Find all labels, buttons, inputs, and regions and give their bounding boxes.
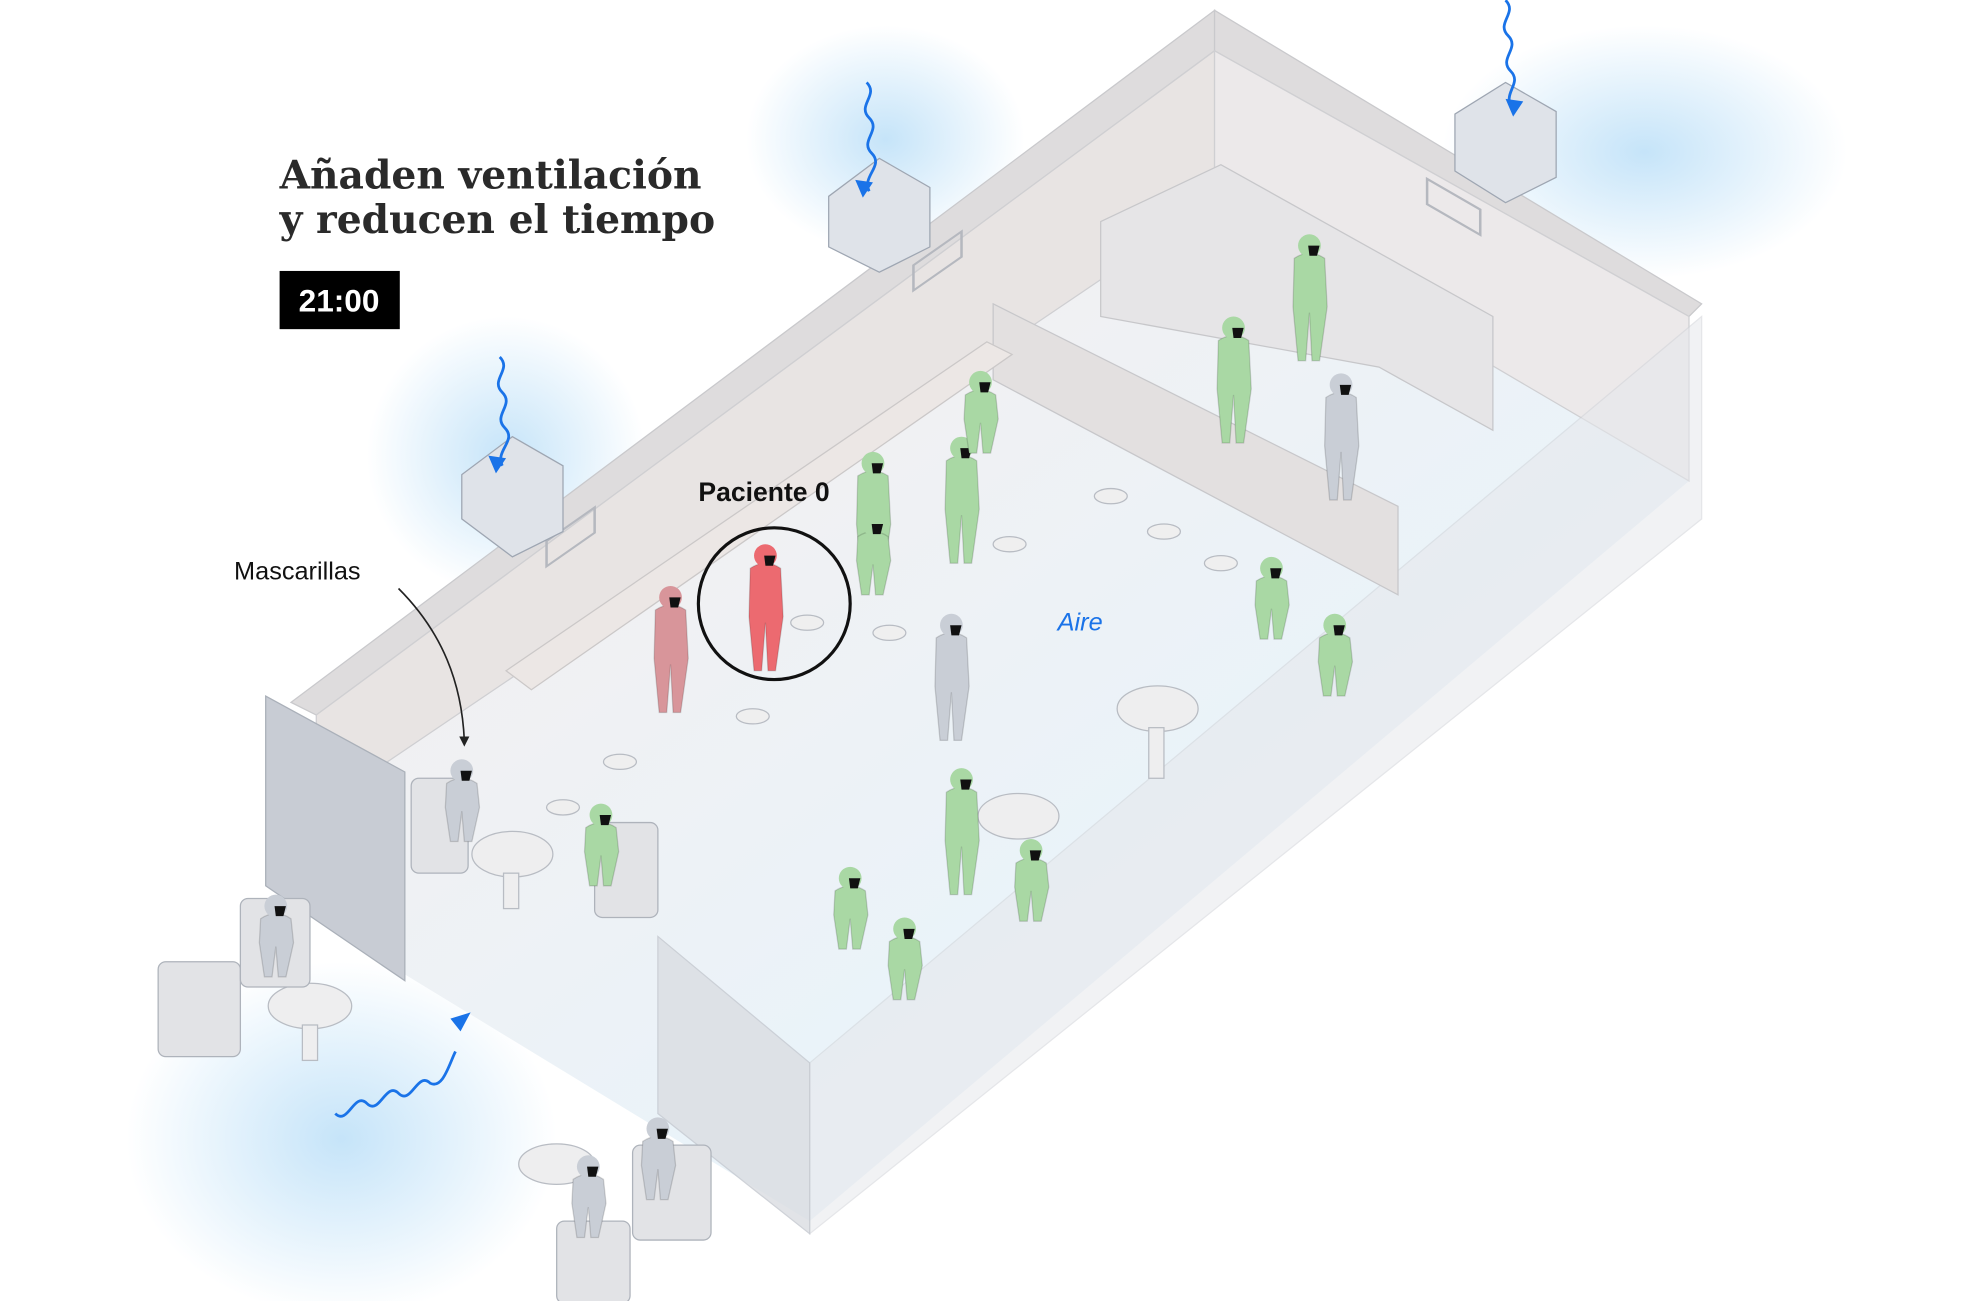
person-figure — [944, 768, 980, 896]
person-figure — [444, 759, 481, 843]
face-mask-icon — [460, 770, 472, 781]
person-figure — [258, 894, 295, 978]
face-mask-icon — [979, 382, 991, 393]
face-mask-icon — [669, 597, 681, 608]
face-mask-icon — [599, 814, 612, 826]
face-mask-icon — [871, 463, 884, 474]
person-figure — [1216, 316, 1252, 444]
vent-unit-left — [461, 435, 564, 558]
air-arrow-icon — [496, 355, 511, 467]
bar-counter — [504, 341, 1014, 691]
face-mask-icon — [656, 1128, 669, 1139]
vent-unit-right — [1454, 81, 1557, 204]
time-badge — [279, 270, 400, 330]
face-mask-icon — [764, 555, 776, 566]
person-figure — [833, 866, 869, 950]
face-mask-icon — [274, 906, 286, 917]
stools — [545, 487, 1238, 816]
face-mask-icon — [848, 878, 861, 889]
person-figure — [1292, 234, 1328, 362]
air-arrows — [334, 0, 1524, 1118]
mascarillas-leader-line — [397, 587, 466, 741]
face-mask-icon — [1333, 625, 1345, 636]
front-left-wall — [657, 935, 811, 1236]
face-mask-icon — [1339, 384, 1352, 395]
person-figure — [1014, 839, 1050, 922]
air-label: Aire — [1056, 608, 1103, 636]
vent-unit-center — [828, 157, 931, 273]
face-mask-icon — [871, 523, 884, 535]
face-mask-icon — [950, 625, 962, 636]
face-mask-icon — [1232, 327, 1244, 339]
person-figure — [583, 803, 620, 887]
person-figure — [1317, 613, 1354, 697]
face-mask-icon — [1308, 245, 1320, 256]
person-figure — [653, 585, 689, 714]
face-mask-icon — [1029, 850, 1042, 861]
patient-zero-label: Paciente 0 — [698, 477, 829, 507]
air-arrow-icon — [1502, 0, 1516, 110]
face-mask-icon — [1270, 568, 1282, 579]
air-arrow-icon — [334, 1050, 457, 1118]
person-figure — [963, 370, 999, 454]
air-arrow-icon — [863, 81, 877, 192]
face-mask-icon — [587, 1166, 599, 1177]
face-mask-icon — [960, 779, 972, 790]
person-figure — [571, 1155, 607, 1239]
person-figure — [1323, 373, 1360, 501]
person-figure — [855, 512, 892, 596]
ventilation-units — [461, 81, 1557, 558]
title-line-1: Añaden ventilación — [279, 153, 702, 199]
person-figure — [748, 544, 784, 672]
time-badge-text: 21:00 — [299, 282, 380, 318]
room — [157, 9, 1703, 1301]
person-figure — [944, 436, 980, 564]
masks-label: Mascarillas — [234, 558, 361, 586]
person-figure — [934, 613, 970, 741]
people — [258, 234, 1360, 1239]
face-mask-icon — [903, 928, 915, 939]
wall-vents — [545, 176, 1482, 569]
tables — [267, 685, 1199, 1186]
person-figure — [887, 917, 923, 1001]
patient-highlight-circle — [696, 526, 852, 682]
title-line-2: y reducen el tiempo — [279, 197, 716, 243]
person-figure — [1254, 556, 1290, 640]
person-figure — [640, 1117, 677, 1201]
leader-arrowhead-icon — [459, 736, 470, 747]
